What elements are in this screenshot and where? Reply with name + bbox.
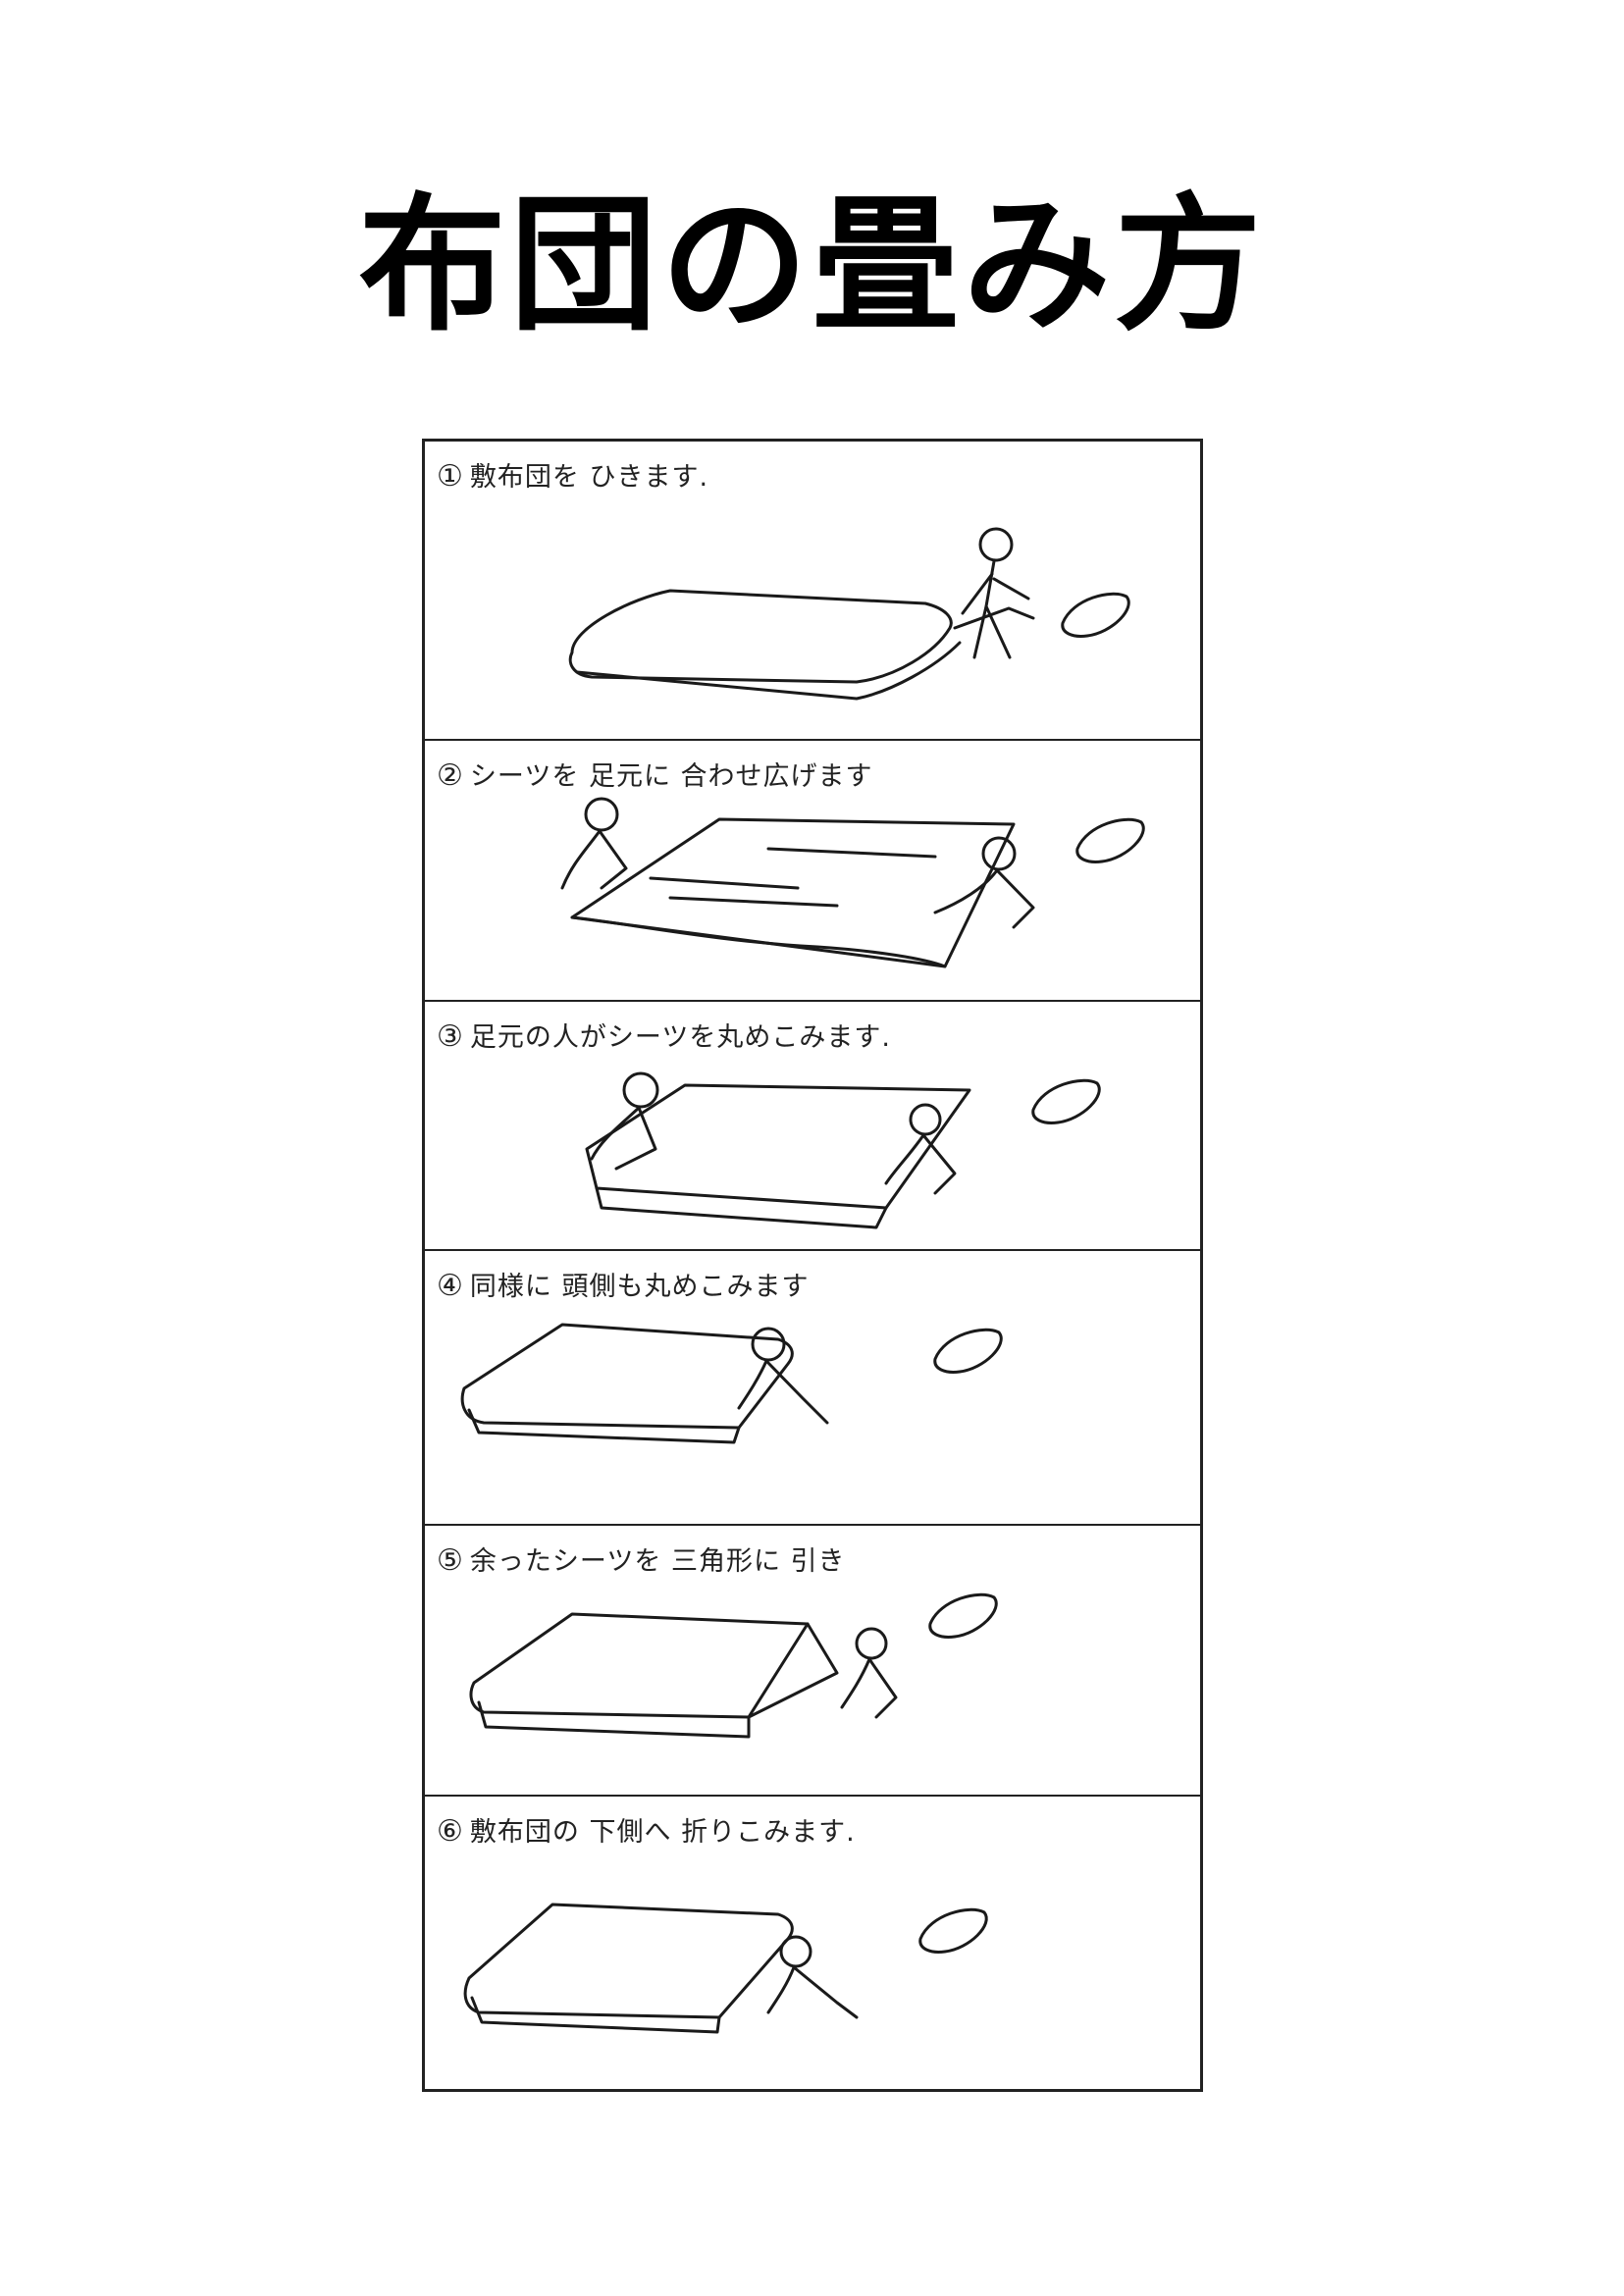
pillow-shape: [920, 1909, 986, 1952]
illustration-triangle-fold: [425, 1526, 1200, 1797]
step-panel-3: ③足元の人がシーツを丸めこみます.: [425, 1002, 1200, 1251]
pillow-shape: [1077, 819, 1143, 861]
pillow-shape: [930, 1594, 996, 1637]
futon-shape: [471, 1614, 808, 1717]
step-panel-6: ⑥敷布団の 下側へ 折りこみます.: [425, 1797, 1200, 2095]
step-panel-2: ②シーツを 足元に 合わせ広げます: [425, 741, 1200, 1002]
illustration-tuck-under: [425, 1797, 1200, 2095]
illustration-spread-futon: [425, 442, 1200, 741]
futon-shape: [462, 1325, 792, 1428]
pillow-shape: [935, 1330, 1001, 1372]
illustration-roll-sheet: [425, 1002, 1200, 1251]
page-title: 布団の畳み方: [0, 192, 1624, 339]
illustration-spread-sheet: [425, 741, 1200, 1002]
pillow-shape: [1033, 1080, 1099, 1122]
futon-shape: [570, 591, 951, 682]
step-panel-1: ①敷布団を ひきます.: [425, 442, 1200, 741]
futon-shape: [587, 1085, 969, 1208]
step-panel-5: ⑤余ったシーツを 三角形に 引き: [425, 1526, 1200, 1797]
pillow-shape: [1063, 594, 1128, 636]
illustration-roll-head-side: [425, 1251, 1200, 1526]
step-panel-4: ④同様に 頭側も丸めこみます: [425, 1251, 1200, 1526]
instruction-frame: ①敷布団を ひきます. ②シーツを 足元に 合わせ広げます: [422, 439, 1203, 2092]
futon-shape: [465, 1905, 792, 2017]
